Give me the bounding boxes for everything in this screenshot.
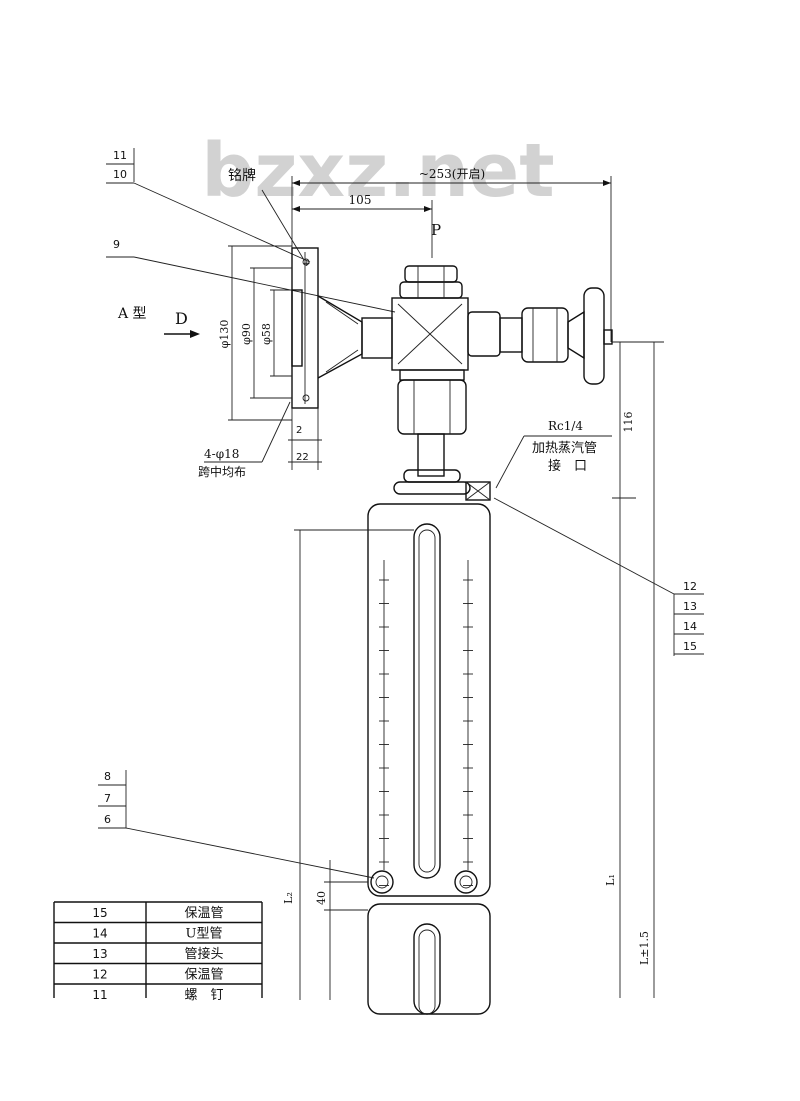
- callout-8-6: 8 7 6: [98, 770, 375, 879]
- dim-d130-label: φ130: [218, 320, 231, 349]
- dim-L1-label: L₁: [604, 874, 617, 886]
- callout-8: 8: [104, 770, 111, 783]
- dimension-L2: L₂: [282, 529, 414, 1000]
- callout-13: 13: [683, 600, 697, 613]
- table-cell-no: 14: [92, 927, 107, 941]
- dim-L-label: L±1.5: [638, 931, 651, 965]
- callout-15: 15: [683, 640, 697, 653]
- nameplate-label: 铭牌: [228, 167, 256, 184]
- dim-116-label: 116: [622, 412, 635, 433]
- table-cell-name: 螺 钉: [184, 988, 223, 1003]
- bolts-note-label: 跨中均布: [198, 464, 246, 479]
- dimension-116: 116: [619, 342, 635, 498]
- valve-body: [391, 265, 469, 435]
- dimension-open-width: ~253(开启): [291, 167, 612, 342]
- dim-d58-label: φ58: [260, 323, 273, 345]
- type-a-label: A 型: [117, 306, 147, 322]
- dimension-L1: L₁: [604, 498, 621, 998]
- cone-nozzle: [317, 295, 393, 379]
- port-thread-label: Rc1/4: [548, 419, 583, 433]
- right-fittings: [467, 287, 613, 385]
- table-cell-name: U型管: [186, 927, 223, 942]
- dim-d90-label: φ90: [240, 323, 253, 345]
- scale-marks: [379, 560, 473, 886]
- vertical-stem: [393, 433, 471, 495]
- callout-11-10: 11 10: [106, 148, 311, 263]
- callout-6: 6: [104, 813, 111, 826]
- table-cell-name: 管接头: [184, 946, 223, 962]
- view-d-label: D: [175, 309, 188, 328]
- callout-14: 14: [683, 620, 697, 633]
- parts-table: 15 保温管 14 U型管 13 管接头 12 保温管 11 螺 钉: [53, 901, 263, 1003]
- table-cell-no: 13: [92, 947, 107, 961]
- view-p-label: P: [431, 221, 441, 239]
- table-cell-no: 11: [92, 988, 107, 1002]
- dim-open-width-label: ~253(开启): [419, 167, 485, 181]
- dim-gap2-label: 2: [296, 425, 302, 436]
- port-line1-label: 加热蒸汽管: [532, 441, 597, 456]
- dimension-d58: φ58: [260, 289, 292, 377]
- steam-port: [465, 481, 491, 501]
- callout-12: 12: [683, 580, 697, 593]
- dimension-L: L±1.5: [638, 342, 655, 998]
- table-cell-name: 保温管: [184, 968, 223, 983]
- dim-105-label: 105: [349, 193, 372, 207]
- callout-9: 9: [106, 238, 396, 313]
- gauge-bolts: [370, 870, 478, 894]
- plus-mark: +: [303, 259, 311, 269]
- dimension-40: 40: [315, 860, 368, 1000]
- bolts-label: 4-φ18: [204, 447, 239, 461]
- watermark: bzxz.net: [201, 128, 554, 214]
- callout-12-15: 12 13 14 15: [493, 497, 704, 656]
- dim-thick22-label: 22: [296, 452, 309, 463]
- dim-L2-label: L₂: [282, 892, 295, 904]
- dimension-105: 105: [292, 193, 433, 258]
- callout-7: 7: [104, 792, 111, 805]
- gauge-body: [367, 503, 491, 1015]
- dim-40-label: 40: [315, 891, 328, 905]
- dimension-d90: φ90: [240, 267, 292, 399]
- dimension-d130: φ130: [218, 245, 292, 421]
- port-line2-label: 接 口: [548, 458, 587, 474]
- flange: +: [291, 247, 319, 409]
- view-d-arrow: [190, 330, 200, 338]
- dimension-flange-thickness: 2 22: [288, 408, 322, 470]
- callout-11: 11: [113, 149, 127, 162]
- table-cell-no: 12: [92, 968, 107, 982]
- table-cell-no: 15: [92, 906, 107, 920]
- callout-10: 10: [113, 168, 127, 181]
- callout-9-label: 9: [113, 238, 120, 251]
- table-cell-name: 保温管: [184, 906, 223, 921]
